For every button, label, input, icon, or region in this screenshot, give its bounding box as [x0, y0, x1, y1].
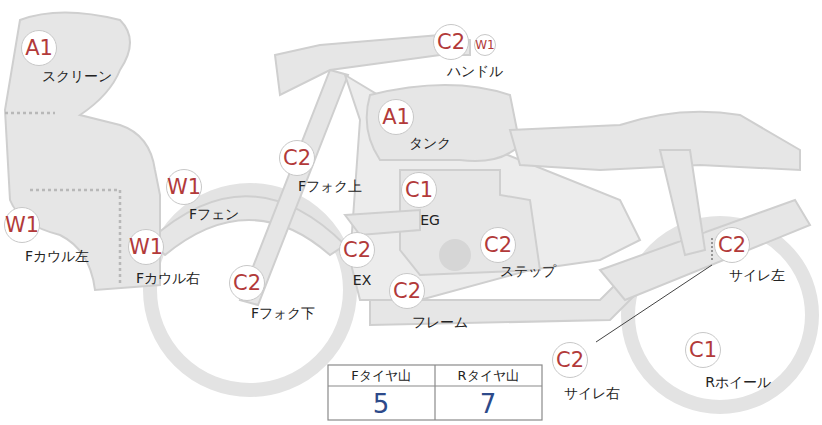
callout-number: C2: [339, 232, 375, 268]
part-label: Fフォク下: [251, 306, 315, 321]
part-label: タンク: [409, 136, 451, 151]
callout-number: W1: [4, 207, 40, 243]
part-label: Fカウル右: [136, 271, 200, 286]
part-label: EG: [420, 213, 440, 228]
callout-number: A1: [378, 99, 414, 135]
table-header: Rタイヤ山: [457, 367, 518, 385]
part-label: Fフェン: [189, 207, 239, 222]
callout-number: C2: [433, 24, 469, 60]
part-label: Fカウル左: [25, 249, 89, 264]
callout-number: W1: [474, 34, 496, 56]
part-label: ステップ: [500, 264, 556, 279]
callout-number: C1: [685, 332, 721, 368]
callout-number: C2: [714, 227, 750, 263]
table-header: Fタイヤ山: [351, 367, 410, 385]
table-cell: 7: [480, 389, 497, 419]
callout-number: C2: [389, 273, 425, 309]
callout-number: C2: [279, 140, 315, 176]
part-label: フレーム: [412, 315, 468, 330]
part-label: Rホイール: [705, 375, 771, 390]
callout-number: C1: [401, 172, 437, 208]
callout-number: C2: [552, 342, 588, 378]
part-label: スクリーン: [42, 69, 112, 84]
part-label: サイレ左: [729, 268, 785, 283]
callout-number: A1: [21, 30, 57, 66]
part-label: サイレ右: [564, 386, 620, 401]
callout-number: C2: [229, 265, 265, 301]
part-label: ハンドル: [447, 64, 503, 79]
callout-number: W1: [128, 229, 164, 265]
part-label: Fフォク上: [298, 179, 362, 194]
table-cell: 5: [373, 389, 390, 419]
callout-number: C2: [480, 227, 516, 263]
part-label: EX: [353, 273, 371, 288]
callout-number: W1: [166, 169, 202, 205]
